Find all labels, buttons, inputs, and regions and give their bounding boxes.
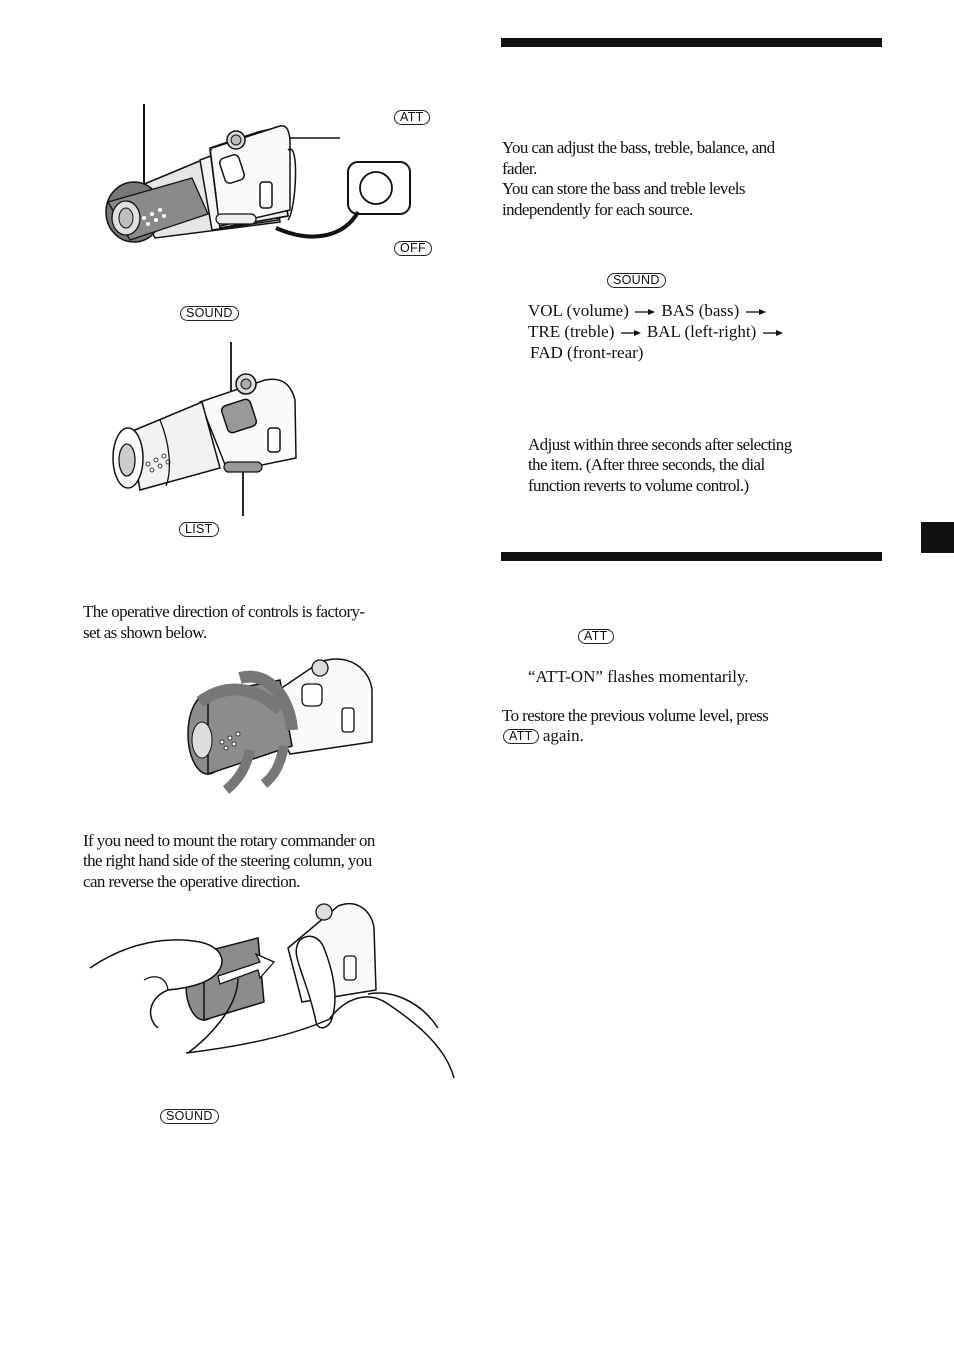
adjust-paragraph-line-2: fader. [502,159,537,178]
seq-bal: BAL (left-right) [646,322,757,341]
seq-tre: TRE (treble) [528,322,615,341]
right-arrow-icon [745,309,766,316]
att-on-message: “ATT-ON” flashes momentarily. [528,667,749,686]
list-key-label: LIST [179,522,219,537]
att-key-inline: ATT [503,729,539,744]
rotary-commander-illustration [112,342,297,516]
sound-key-label-right: SOUND [607,273,666,288]
right-arrow-icon [635,309,656,316]
adjust-paragraph-line-3: You can store the bass and treble levels [502,179,746,198]
section-rule-top [501,38,882,47]
direction-intro-line-2: set as shown below. [83,623,207,642]
note-line-2: the item. (After three seconds, the dial [528,455,765,474]
rotary-commander-illustration [105,104,411,243]
att-key-label-right: ATT [578,629,614,644]
section-rule-middle [501,552,882,561]
reverse-line-2: the right hand side of the steering colu… [83,851,372,870]
page-edge-tab [921,522,954,553]
att-key-label: ATT [394,110,430,125]
seq-vol: VOL (volume) [528,301,629,320]
sequence-line-2: TRE (treble) BAL (left-right) [528,322,785,343]
restore-line-2: ATT again. [503,726,584,747]
rotary-commander-illustration [89,903,455,1079]
right-arrow-icon [762,330,783,337]
sequence-line-3: FAD (front-rear) [530,343,644,362]
adjust-paragraph-line-4: independently for each source. [502,200,693,219]
adjust-paragraph-line-1: You can adjust the bass, treble, balance… [502,138,775,157]
note-line-3: function reverts to volume control.) [528,476,749,495]
restore-line-1: To restore the previous volume level, pr… [502,706,769,725]
sequence-line-1: VOL (volume) BAS (bass) [528,301,768,322]
sound-key-label-bottom: SOUND [160,1109,219,1124]
seq-bas: BAS (bass) [661,301,740,320]
reverse-line-1: If you need to mount the rotary commande… [83,831,375,850]
rotary-commander-illustration [187,658,373,794]
right-arrow-icon [620,330,641,337]
sound-key-label: SOUND [180,306,239,321]
off-key-label: OFF [394,241,432,256]
restore-again: again. [542,726,584,745]
direction-intro-line-1: The operative direction of controls is f… [83,602,365,621]
reverse-line-3: can reverse the operative direction. [83,872,300,891]
note-line-1: Adjust within three seconds after select… [528,435,792,454]
